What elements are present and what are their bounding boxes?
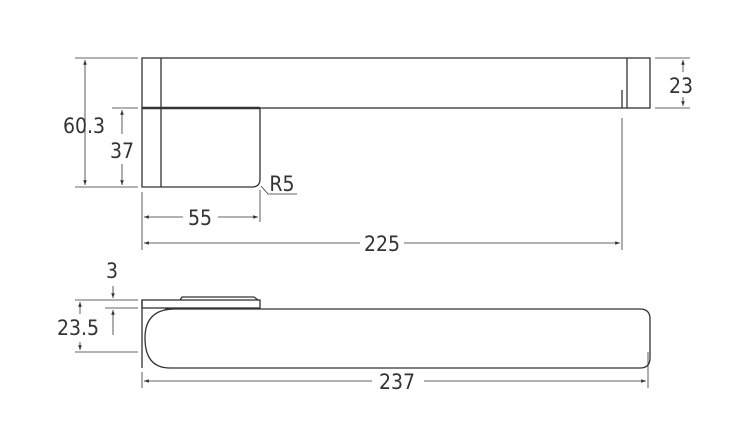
- dim-block-height: 37: [110, 139, 134, 163]
- dim-block-width: 55: [188, 206, 212, 230]
- mount-block: [141, 108, 261, 188]
- dim-side-length: 237: [379, 370, 415, 394]
- bar-outline: [141, 57, 651, 109]
- dim-bar-height: 23: [669, 74, 693, 98]
- side-view: [75, 286, 651, 388]
- dim-plate-thickness: 3: [106, 259, 118, 283]
- dim-length: 225: [364, 232, 400, 256]
- handle-bar: [144, 308, 651, 369]
- dim-total-height: 60.3: [63, 114, 105, 138]
- wall-plate: [141, 299, 261, 309]
- dim-radius: R5: [269, 172, 294, 196]
- dim-side-height: 23.5: [57, 316, 99, 340]
- top-view: [75, 57, 690, 250]
